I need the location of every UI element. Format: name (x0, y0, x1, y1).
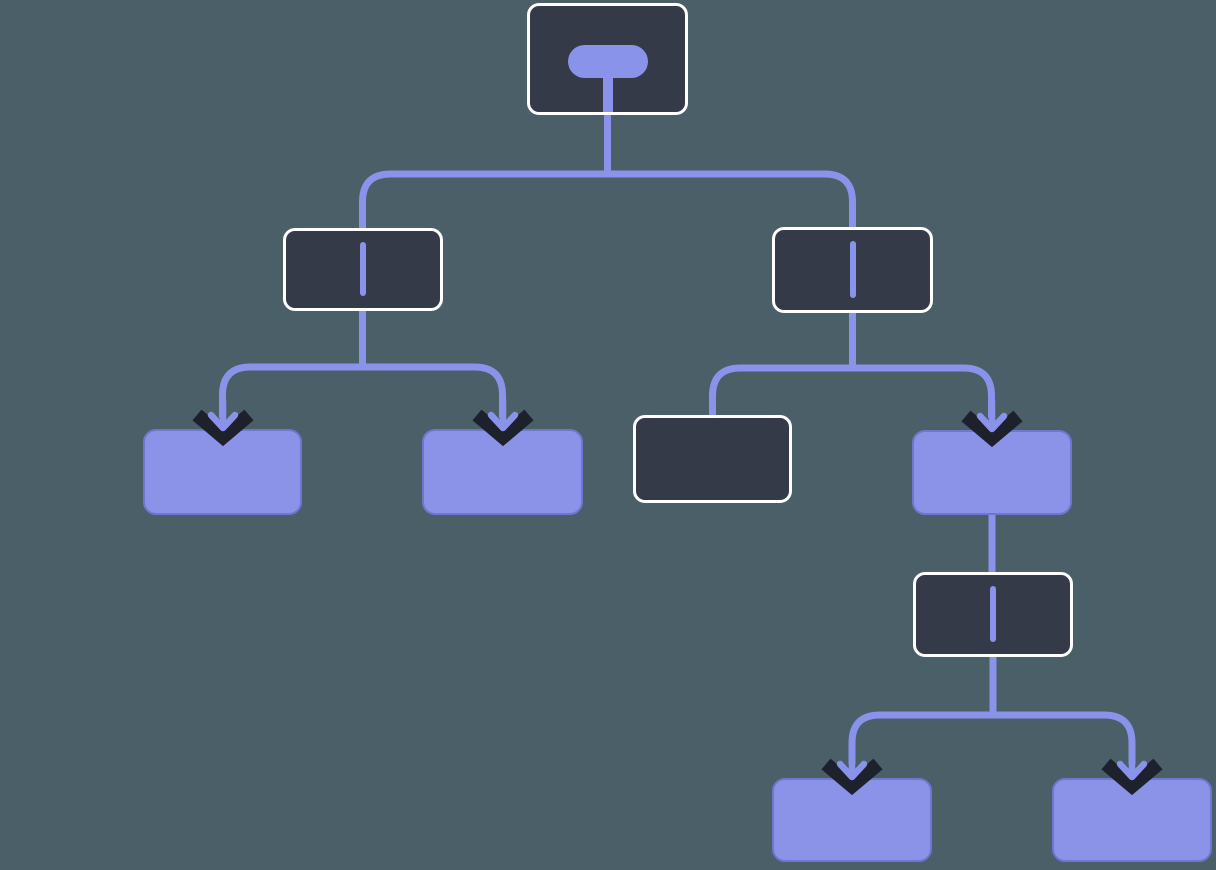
edge-bottom-bar (848, 711, 1136, 764)
edge-right-bar (709, 364, 995, 418)
leaf-node-dark[interactable] (633, 415, 792, 503)
leaf-node-1[interactable] (143, 429, 302, 515)
leaf-node-4[interactable] (772, 778, 932, 862)
branch-node-bottom[interactable] (913, 572, 1073, 657)
root-pill-stem (602, 76, 613, 112)
edge-top-bar (359, 170, 856, 231)
branch-node-right[interactable] (772, 227, 933, 313)
leaf-node-5[interactable] (1052, 778, 1212, 862)
pass-through-line (990, 586, 996, 642)
root-node[interactable] (527, 3, 688, 115)
root-pill-icon (567, 45, 648, 78)
edge-left-bar (219, 363, 506, 418)
leaf-node-2[interactable] (422, 429, 583, 515)
branch-node-left[interactable] (283, 228, 443, 311)
pass-through-line (360, 242, 366, 296)
pass-through-line (849, 241, 856, 298)
mid-node-purple[interactable] (912, 430, 1072, 515)
